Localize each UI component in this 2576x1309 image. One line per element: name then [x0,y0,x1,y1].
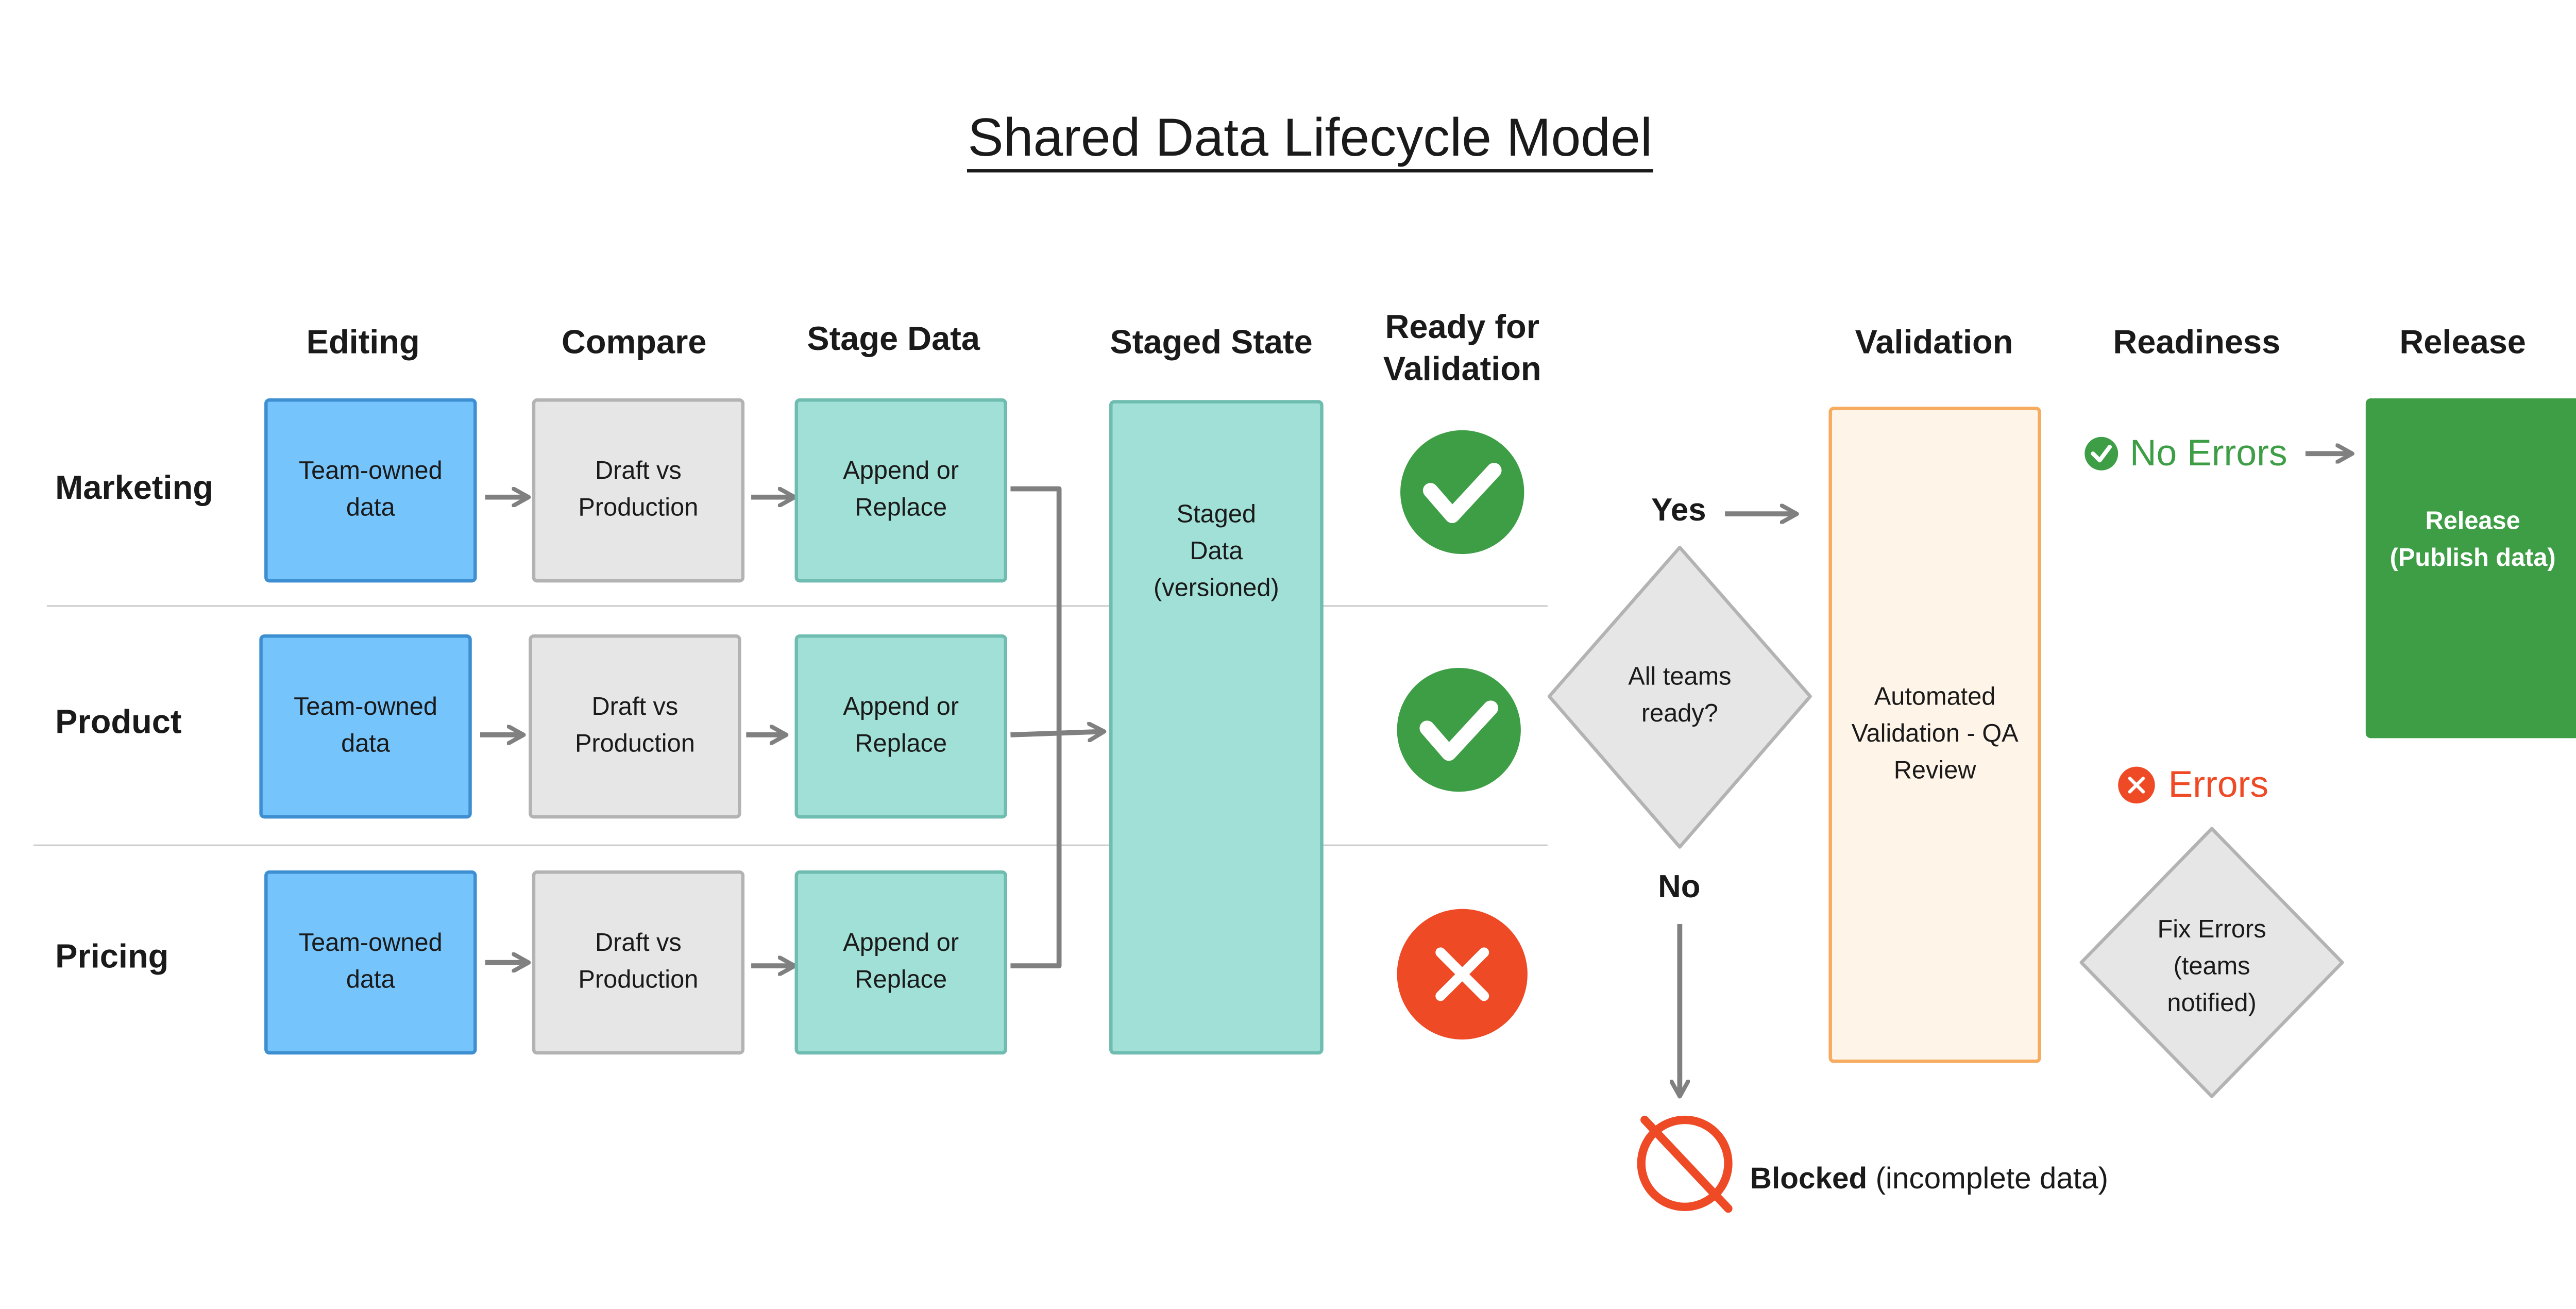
box-line: Fix Errors [2157,915,2266,944]
box-line: data [341,730,390,759]
no-errors-label: No Errors [2129,432,2287,474]
box-line: Release [2425,507,2520,536]
box-line: Replace [855,730,947,759]
box-line: Append or [843,929,959,958]
box-line: ready? [1641,699,1718,728]
column-header-release: Release [2399,325,2526,362]
stage-box[interactable]: Append or Replace [794,634,1007,819]
box-line: Draft vs [595,457,682,485]
column-header-stage-data: Stage Data [807,321,980,359]
validation-box[interactable]: Automated Validation - QA Review [1828,407,2041,1063]
small-check-icon [2084,437,2119,471]
check-circle-icon [1397,667,1521,792]
box-line: Draft vs [595,929,682,958]
fix-errors-diamond [2079,827,2344,1098]
box-line: Append or [843,457,959,485]
box-line: (teams [2173,952,2250,981]
box-line: Staged [1176,500,1257,529]
column-header-validation: Validation [1855,325,2013,362]
box-line: Team-owned [298,457,443,485]
box-line: Replace [855,966,947,995]
editing-box[interactable]: Team-owned data [264,870,477,1055]
box-line: Draft vs [591,693,679,721]
stage-box[interactable]: Append or Replace [794,398,1007,583]
box-line: All teams [1628,663,1732,692]
box-line: Review [1893,757,1976,785]
blocked-rest: (incomplete data) [1867,1162,2109,1196]
box-line: notified) [2167,989,2257,1018]
blocked-bold: Blocked [1750,1162,1868,1196]
column-header-ready-line1: Ready for [1385,309,1540,347]
box-line: Data [1190,537,1243,566]
column-header-editing: Editing [306,325,420,362]
box-line: Replace [855,494,947,523]
editing-box[interactable]: Team-owned data [264,398,477,583]
column-header-ready-line2: Validation [1383,351,1541,389]
compare-box[interactable]: Draft vs Production [532,870,745,1055]
column-header-compare: Compare [561,325,707,362]
compare-box[interactable]: Draft vs Production [529,634,741,819]
box-line: Validation - QA [1851,719,2019,748]
decision-diamond [1547,545,1812,849]
box-line: Production [578,494,699,523]
arrow-merge-to-staged [1010,731,1104,734]
stage-box[interactable]: Append or Replace [794,870,1007,1055]
column-header-readiness: Readiness [2113,325,2281,362]
x-circle-icon [1397,909,1528,1040]
staged-data-box[interactable]: Staged Data (versioned) [1109,400,1324,1055]
small-x-icon [2118,766,2155,804]
box-line: Append or [843,693,959,721]
release-box[interactable]: Release (Publish data) [2365,398,2576,739]
row-label-marketing: Marketing [55,470,213,508]
column-header-staged-state: Staged State [1110,325,1313,362]
box-line: Team-owned [298,929,443,958]
editing-box[interactable]: Team-owned data [259,634,472,819]
merge-connector [1010,486,1062,969]
fix-errors-label: Fix Errors (teams notified) [2111,912,2312,1022]
row-label-pricing: Pricing [55,939,169,976]
no-label: No [1658,870,1701,906]
blocked-icon [1637,1115,1733,1213]
box-line: Production [578,966,699,995]
row-label-product: Product [55,704,182,742]
page-title: Shared Data Lifecycle Model [0,104,2576,173]
box-line: (Publish data) [2389,544,2556,573]
column-header-ready: Ready for Validation [1328,308,1596,392]
compare-box[interactable]: Draft vs Production [532,398,745,583]
check-circle-icon [1400,430,1524,555]
box-line: Team-owned [294,693,437,721]
errors-label: Errors [2168,763,2269,805]
box-line: (versioned) [1154,574,1279,603]
yes-label: Yes [1651,494,1706,529]
box-line: Production [574,730,695,759]
box-line: Automated [1874,683,1996,712]
decision-label: All teams ready? [1580,660,1781,733]
box-line: data [346,966,395,995]
blocked-label: Blocked (incomplete data) [1750,1159,2108,1199]
box-line: data [346,494,395,523]
